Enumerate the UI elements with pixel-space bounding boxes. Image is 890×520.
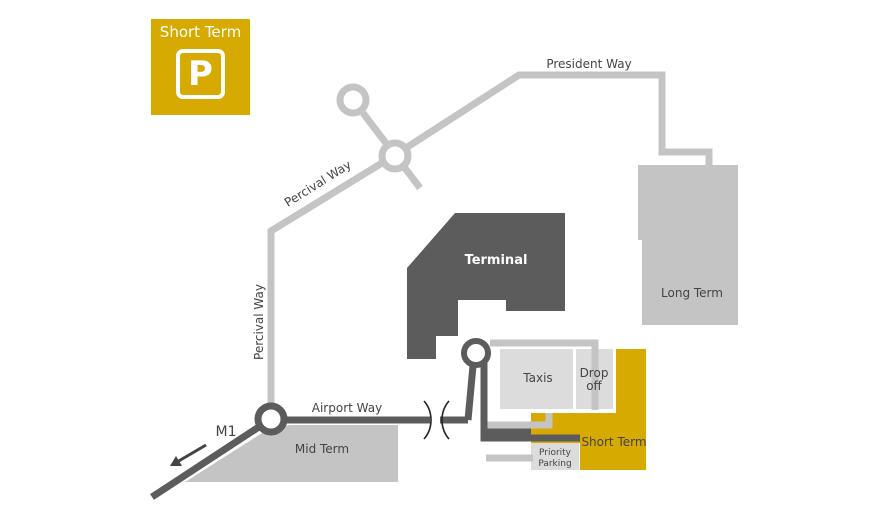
short-term-label: Short Term xyxy=(581,435,646,449)
drop-off-lane xyxy=(490,339,599,410)
percival-way-road xyxy=(267,152,397,418)
parking-symbol: P xyxy=(188,54,213,94)
president-way-road xyxy=(393,71,713,165)
parking-icon: P xyxy=(176,49,225,99)
bridge-marker xyxy=(423,400,450,440)
m1-direction-arrow xyxy=(170,443,207,466)
roundabout-terminal xyxy=(461,338,491,368)
short-term-parking-badge: Short Term P xyxy=(151,19,250,115)
roundabout-percival xyxy=(378,139,412,173)
drop-off-label-line1: Drop xyxy=(580,366,609,380)
drop-off-label-line2: off xyxy=(586,379,602,393)
priority-parking-label-line1: Priority xyxy=(539,448,572,458)
m1-road xyxy=(150,416,273,500)
badge-title: Short Term xyxy=(159,23,242,41)
long-term-entrance xyxy=(622,240,642,325)
taxi-lane xyxy=(486,413,553,429)
airport-way-label: Airport Way xyxy=(312,401,382,415)
m1-label: M1 xyxy=(216,424,237,440)
mid-term-area[interactable] xyxy=(185,425,398,482)
mid-term-label: Mid Term xyxy=(295,442,349,456)
long-term-area[interactable] xyxy=(638,165,738,325)
terminal-building[interactable] xyxy=(407,213,565,359)
terminal-label: Terminal xyxy=(465,253,528,268)
percival-way-lower-label: Percival Way xyxy=(252,284,266,360)
priority-parking-area[interactable] xyxy=(531,443,579,470)
roundabout-north xyxy=(336,83,370,117)
long-term-label: Long Term xyxy=(661,286,723,300)
priority-parking-label-line2: Parking xyxy=(538,459,571,469)
taxis-label: Taxis xyxy=(522,371,552,385)
roundabout-m1 xyxy=(254,402,288,436)
taxis-area[interactable] xyxy=(500,349,573,409)
president-way-label: President Way xyxy=(546,57,631,71)
